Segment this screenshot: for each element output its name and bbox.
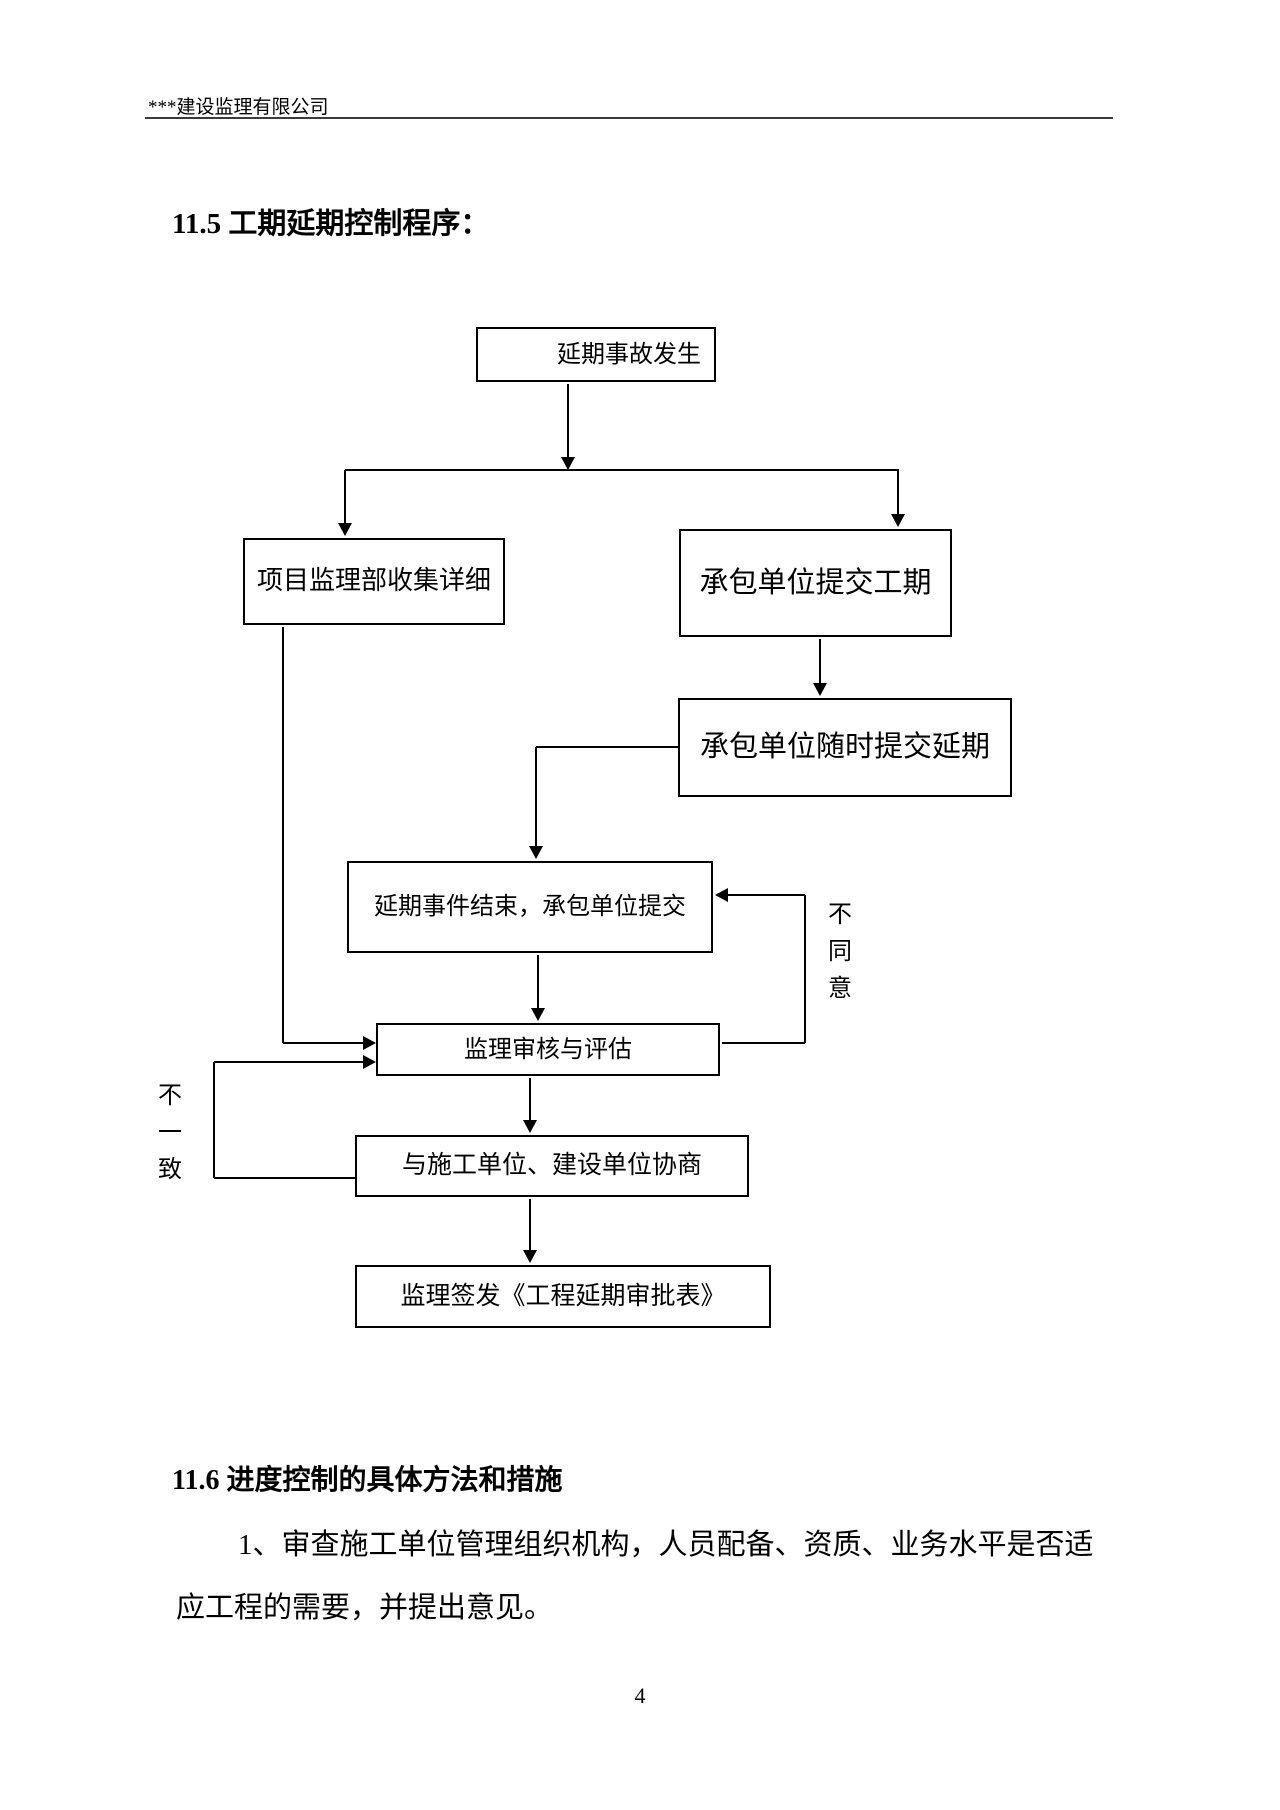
arrowhead-disagree-loop — [715, 888, 728, 902]
arrowhead-delay-down — [529, 846, 543, 859]
arrowhead-schedule-down — [813, 683, 827, 696]
connector-collect-down — [282, 627, 284, 1043]
connector-disagree-vertical — [804, 895, 806, 1043]
connector-schedule-down — [819, 639, 821, 683]
arrowhead-collect-into-review — [363, 1036, 376, 1050]
arrowhead-branch-right — [891, 514, 905, 527]
flow-box-collect: 项目监理部收集详细 — [243, 538, 505, 625]
header-rule — [145, 117, 1113, 119]
flow-box-submit-schedule: 承包单位提交工期 — [679, 529, 952, 637]
page-number: 4 — [634, 1683, 646, 1708]
connector-inconsistent-vertical — [213, 1062, 215, 1178]
flow-box-incident: 延期事故发生 — [476, 327, 716, 382]
connector-branch-left — [344, 470, 346, 524]
section-115-title: 11.5 工期延期控制程序： — [172, 208, 490, 240]
connector-delay-down — [535, 747, 537, 846]
flow-box-submit-delay: 承包单位随时提交延期 — [678, 698, 1012, 797]
connector-delay-left — [536, 746, 680, 748]
connector-incident-down — [567, 384, 569, 458]
arrowhead-branch-left — [338, 523, 352, 536]
connector-review-down — [529, 1078, 531, 1122]
company-header: ***建设监理有限公司 — [148, 97, 329, 118]
arrowhead-incident-down — [561, 457, 575, 470]
arrowhead-negotiate-down — [523, 1250, 537, 1263]
paragraph-line-2: 应工程的需要，并提出意见。 — [176, 1592, 554, 1624]
flow-box-sign: 监理签发《工程延期审批表》 — [355, 1265, 771, 1328]
flow-box-event-end: 延期事件结束，承包单位提交 — [347, 861, 713, 953]
flow-box-review: 监理审核与评估 — [376, 1023, 720, 1076]
label-disagree: 不同意 — [828, 902, 852, 1002]
arrowhead-event-down — [531, 1008, 545, 1021]
arrowhead-review-down — [523, 1120, 537, 1133]
arrowhead-inconsistent-into-review — [363, 1055, 376, 1069]
connector-split-horizontal — [345, 469, 899, 471]
section-116-title: 11.6 进度控制的具体方法和措施 — [172, 1465, 563, 1496]
paragraph-line-1: 1、审查施工单位管理组织机构，人员配备、资质、业务水平是否适 — [238, 1529, 1094, 1561]
connector-disagree-bottom — [722, 1042, 805, 1044]
connector-inconsistent-bottom — [214, 1177, 357, 1179]
connector-disagree-top — [728, 894, 805, 896]
connector-negotiate-down — [529, 1199, 531, 1252]
connector-inconsistent-top — [214, 1061, 363, 1063]
connector-collect-right — [283, 1042, 363, 1044]
label-inconsistent: 不一致 — [158, 1083, 182, 1183]
connector-branch-right — [897, 470, 899, 516]
connector-event-down — [537, 955, 539, 1009]
flow-box-negotiate: 与施工单位、建设单位协商 — [355, 1135, 749, 1197]
